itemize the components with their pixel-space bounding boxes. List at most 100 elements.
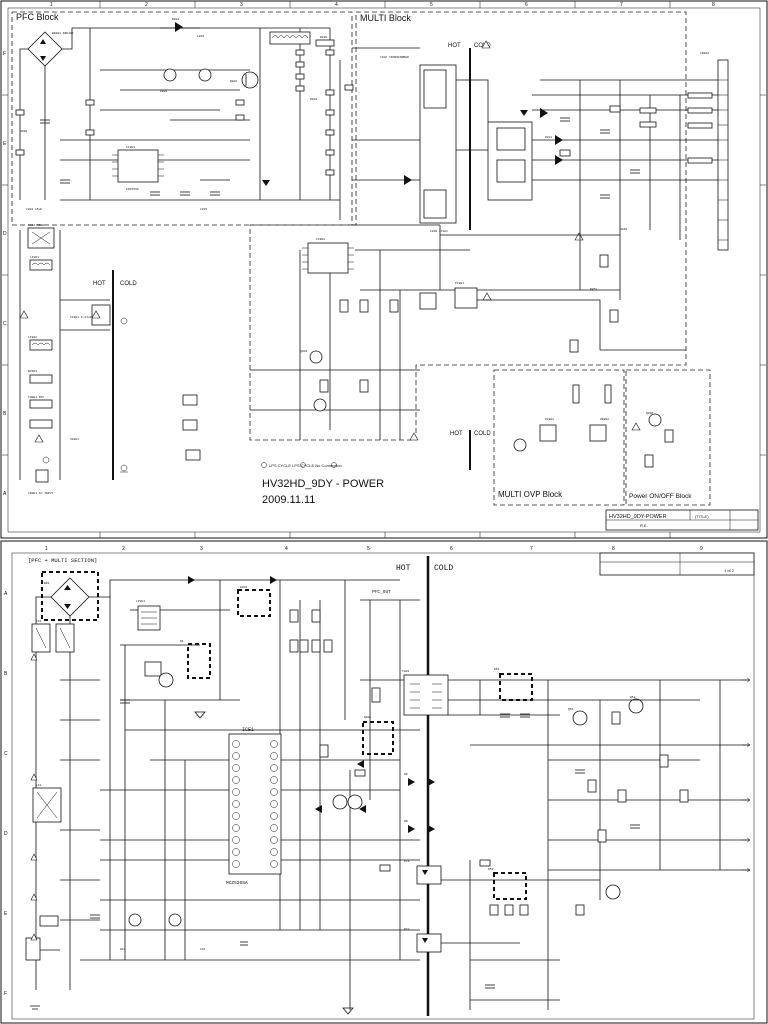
multi-ovp-block-outline <box>493 369 625 506</box>
svg-text:D801: D801 <box>240 586 247 589</box>
grid-row-label: B <box>4 671 8 677</box>
svg-text:D803: D803 <box>160 90 167 93</box>
svg-text:RV801: RV801 <box>28 370 37 373</box>
hot-label: HOT <box>396 564 411 573</box>
title-block-rev: R.E. <box>640 523 648 528</box>
svg-text:BD1: BD1 <box>44 582 50 585</box>
drawing-title: HV32HD_9DY - POWER <box>262 478 384 490</box>
grid-col-label: 7 <box>530 546 533 552</box>
svg-text:D801: D801 <box>172 18 179 21</box>
svg-text:Q803: Q803 <box>300 350 307 353</box>
main-controller-ic: ICE1 MCZ5208A <box>226 727 282 886</box>
svg-text:CX801 0.47uF: CX801 0.47uF <box>70 316 92 319</box>
svg-text:LF802: LF802 <box>28 336 37 339</box>
snubber-parts <box>182 394 201 461</box>
grid-col-label: 6 <box>525 2 528 8</box>
svg-text:D811: D811 <box>545 136 552 139</box>
grid-row-label: C <box>4 751 8 757</box>
svg-text:C804 15uF: C804 15uF <box>26 208 42 211</box>
optocoupler <box>419 287 607 442</box>
section-label: [PFC + MULTI SECTION] <box>28 557 97 564</box>
svg-text:CN801 AC INPUT: CN801 AC INPUT <box>28 492 53 495</box>
warning-icon <box>19 40 641 443</box>
grid-col-label: 5 <box>367 546 370 552</box>
svg-text:L801: L801 <box>197 35 204 38</box>
cold-label: COLD <box>120 281 137 287</box>
svg-text:IC802: IC802 <box>316 238 325 241</box>
svg-text:LP801: LP801 <box>136 600 145 603</box>
svg-text:RD: RD <box>404 773 408 776</box>
line-filter <box>19 227 111 483</box>
transistor-symbol <box>309 350 662 452</box>
svg-text:Q51: Q51 <box>568 708 574 711</box>
grid-row-label: D <box>4 831 8 837</box>
svg-text:LF1: LF1 <box>36 784 42 787</box>
svg-text:R840: R840 <box>620 228 627 231</box>
svg-text:Q52: Q52 <box>630 696 636 699</box>
svg-text:TH801 NTC: TH801 NTC <box>28 396 44 399</box>
svg-text:T801 TRANSFORMER: T801 TRANSFORMER <box>380 56 409 59</box>
svg-text:Q801: Q801 <box>364 716 371 719</box>
multi-ovp-label: MULTI OVP Block <box>498 490 563 499</box>
top-schematic-sheet: 1 2 3 4 5 6 7 8 F E D C B A PFC Block MU… <box>0 0 768 539</box>
svg-text:BD801 KBU10K: BD801 KBU10K <box>52 32 74 35</box>
grid-col-label: 2 <box>122 546 125 552</box>
svg-text:Q806: Q806 <box>646 412 653 415</box>
grid-row-label: B <box>3 411 7 417</box>
ic-part: MCZ5208A <box>226 880 248 886</box>
ic-label: ICE1 <box>242 727 254 733</box>
grid-col-label: 5 <box>430 2 433 8</box>
svg-text:RD: RD <box>404 820 408 823</box>
grid-col-label: 8 <box>712 2 715 8</box>
grid-row-label: F <box>3 51 6 57</box>
grid-row-label: D <box>3 231 7 237</box>
svg-text:CX1: CX1 <box>36 620 42 623</box>
transistor-symbol <box>128 672 644 927</box>
svg-text:C41: C41 <box>200 948 206 951</box>
svg-text:PC1: PC1 <box>404 860 410 863</box>
grid-col-label: 3 <box>200 546 203 552</box>
svg-text:R830: R830 <box>320 36 327 39</box>
power-onoff-block-outline <box>625 369 711 506</box>
cold-label: COLD <box>474 43 491 49</box>
hot-label: HOT <box>448 43 461 49</box>
power-onoff-label: Power ON/OFF Block <box>629 493 692 500</box>
svg-text:F801 T5AH: F801 T5AH <box>28 224 44 227</box>
legend-text: LPS CYCLE LPS CYCLE No Connection <box>269 463 342 468</box>
svg-text:LF801: LF801 <box>30 256 39 259</box>
pfc-out-label: PFC_OUT <box>372 589 391 595</box>
svg-text:IC801: IC801 <box>126 146 135 149</box>
pfc-mosfet <box>163 68 259 89</box>
grid-col-label: 9 <box>700 546 703 552</box>
main-transformer <box>419 64 533 224</box>
grid-row-label: F <box>4 991 7 997</box>
drawing-date: 2009.11.11 <box>262 494 315 506</box>
svg-text:R851: R851 <box>590 288 597 291</box>
title-block-name: HV32HD_9DY-POWER <box>609 514 667 520</box>
grid-col-label: 2 <box>145 2 148 8</box>
svg-text:VA801: VA801 <box>70 438 79 441</box>
grid-row-label: E <box>3 141 7 147</box>
svg-text:C815: C815 <box>200 208 207 211</box>
grid-col-label: 3 <box>240 2 243 8</box>
grid-col-label: 8 <box>612 546 615 552</box>
svg-text:D51: D51 <box>494 668 500 671</box>
svg-text:ZD802: ZD802 <box>600 418 609 421</box>
pfc-controller-ic <box>117 149 159 183</box>
title-block: HV32HD_9DY-POWER (TITLE) R.E. <box>605 509 759 531</box>
svg-text:PC801: PC801 <box>455 282 464 285</box>
svg-text:Q1: Q1 <box>180 640 184 643</box>
svg-text:CN802: CN802 <box>700 52 709 55</box>
hot-label: HOT <box>93 281 106 287</box>
sheet-label: 1 of 2 <box>724 568 735 573</box>
svg-text:D52: D52 <box>488 868 494 871</box>
title-block-tag: (TITLE) <box>695 514 709 519</box>
output-connector <box>717 59 729 251</box>
emi-filter <box>25 623 75 961</box>
llc-transformer <box>371 674 449 716</box>
cold-label: COLD <box>434 564 453 573</box>
grid-col-label: 7 <box>620 2 623 8</box>
llc-controller-ic <box>307 242 349 274</box>
hot-label: HOT <box>450 431 463 437</box>
